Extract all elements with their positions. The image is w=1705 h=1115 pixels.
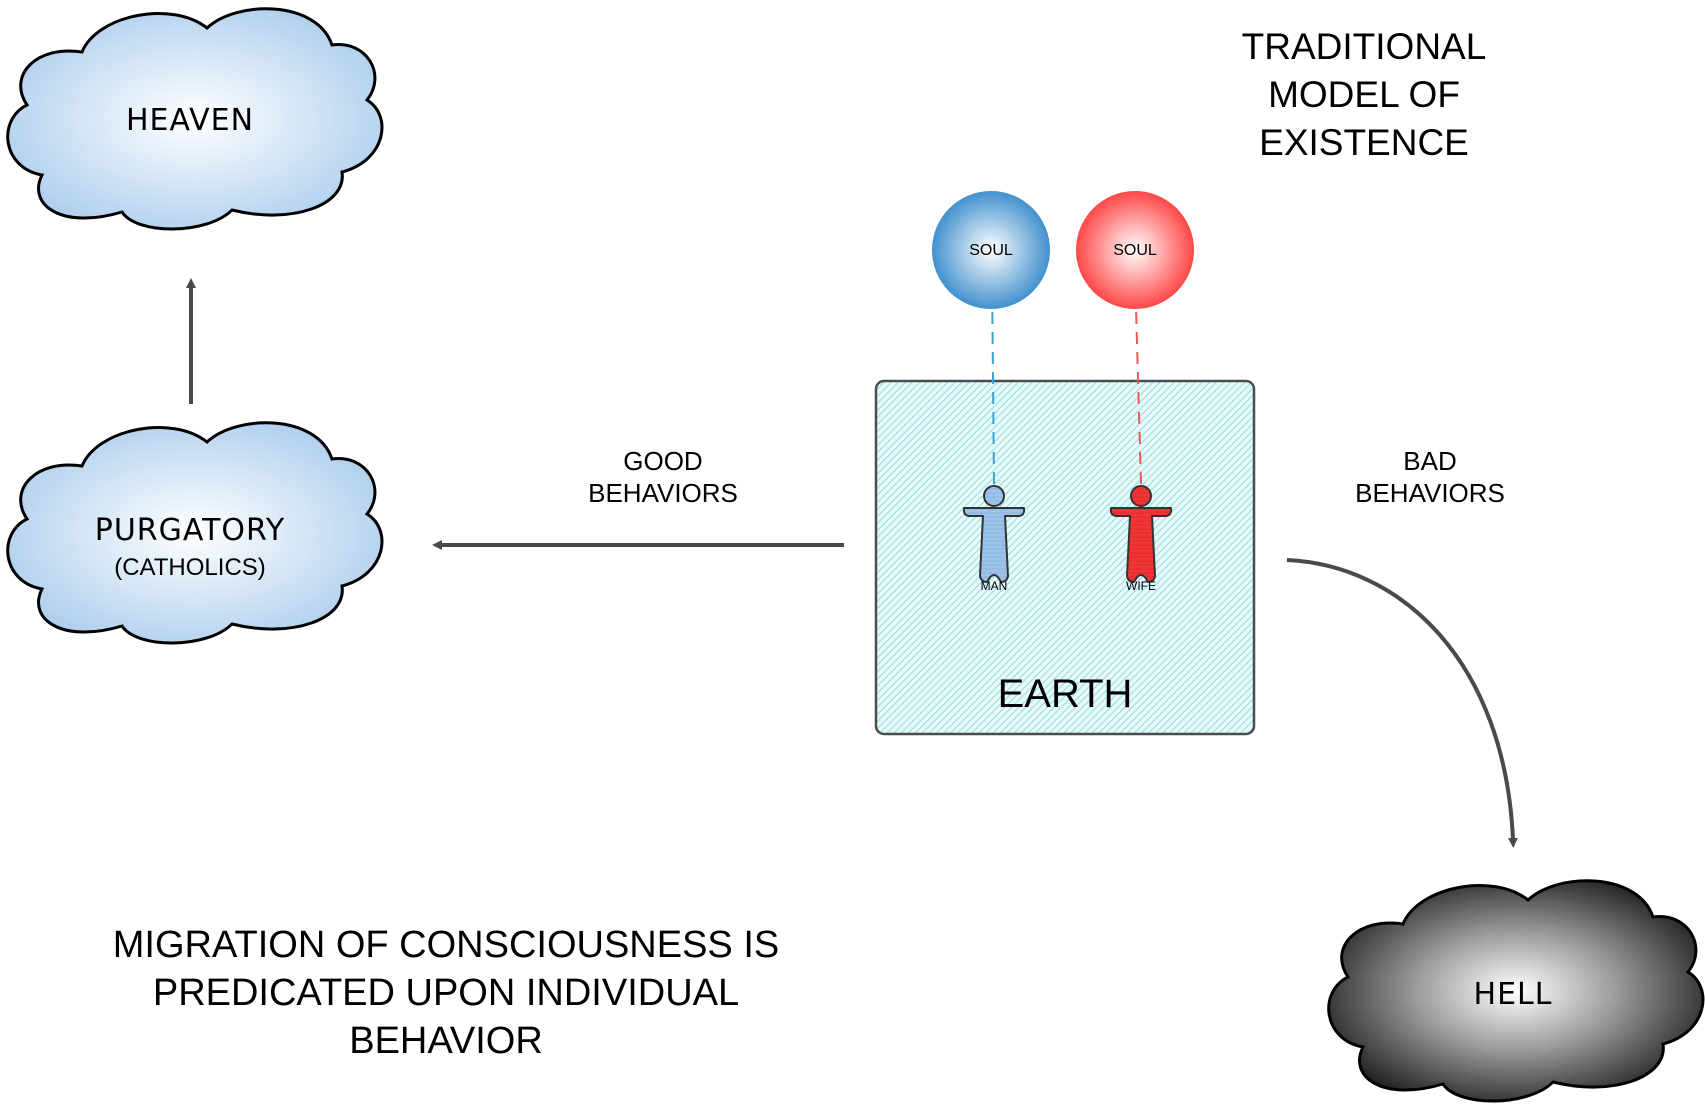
title-line-1: TRADITIONAL (1242, 26, 1487, 67)
man-soul-connector (991, 271, 995, 485)
person-icon (1109, 485, 1173, 583)
bad-behaviors-label-1: BAD (1403, 446, 1456, 476)
bad-behaviors-arrow (1286, 558, 1518, 848)
earth-label: EARTH (998, 672, 1133, 716)
wife-figure: WIFE (1109, 485, 1173, 593)
hell-cloud: HELL (1327, 879, 1705, 1103)
heaven-cloud: HEAVEN (6, 7, 384, 231)
bad-behaviors-arrow-group: BAD BEHAVIORS (1286, 446, 1518, 848)
purgatory-cloud: PURGATORY (CATHOLICS) (6, 421, 384, 645)
person-icon (962, 485, 1026, 583)
title-line-3: EXISTENCE (1259, 122, 1469, 163)
good-behaviors-label-1: GOOD (623, 446, 702, 476)
hell-label: HELL (1474, 977, 1553, 1012)
wife-soul-label: SOUL (1113, 242, 1157, 259)
caption-line-1: MIGRATION OF CONSCIOUSNESS IS (113, 924, 779, 966)
diagram-title: TRADITIONAL MODEL OF EXISTENCE (1242, 26, 1487, 163)
title-line-2: MODEL OF (1268, 74, 1460, 115)
man-figure: MAN (962, 485, 1026, 593)
caption: MIGRATION OF CONSCIOUSNESS IS PREDICATED… (113, 924, 779, 1062)
man-soul: SOUL (932, 191, 1050, 309)
good-behaviors-label-2: BEHAVIORS (588, 478, 738, 508)
good-behaviors-arrow-group: GOOD BEHAVIORS (432, 446, 844, 550)
earth-box: EARTH (874, 379, 1256, 736)
wife-soul-connector (1134, 271, 1142, 485)
wife-soul: SOUL (1076, 191, 1194, 309)
wife-label: WIFE (1126, 579, 1156, 593)
heaven-label: HEAVEN (126, 103, 254, 138)
bad-behaviors-label-2: BEHAVIORS (1355, 478, 1505, 508)
purgatory-label: PURGATORY (95, 513, 286, 548)
purgatory-sublabel: (CATHOLICS) (114, 554, 266, 581)
caption-line-2: PREDICATED UPON INDIVIDUAL (153, 972, 739, 1014)
man-soul-label: SOUL (969, 242, 1013, 259)
man-label: MAN (981, 579, 1008, 593)
caption-line-3: BEHAVIOR (349, 1020, 543, 1062)
